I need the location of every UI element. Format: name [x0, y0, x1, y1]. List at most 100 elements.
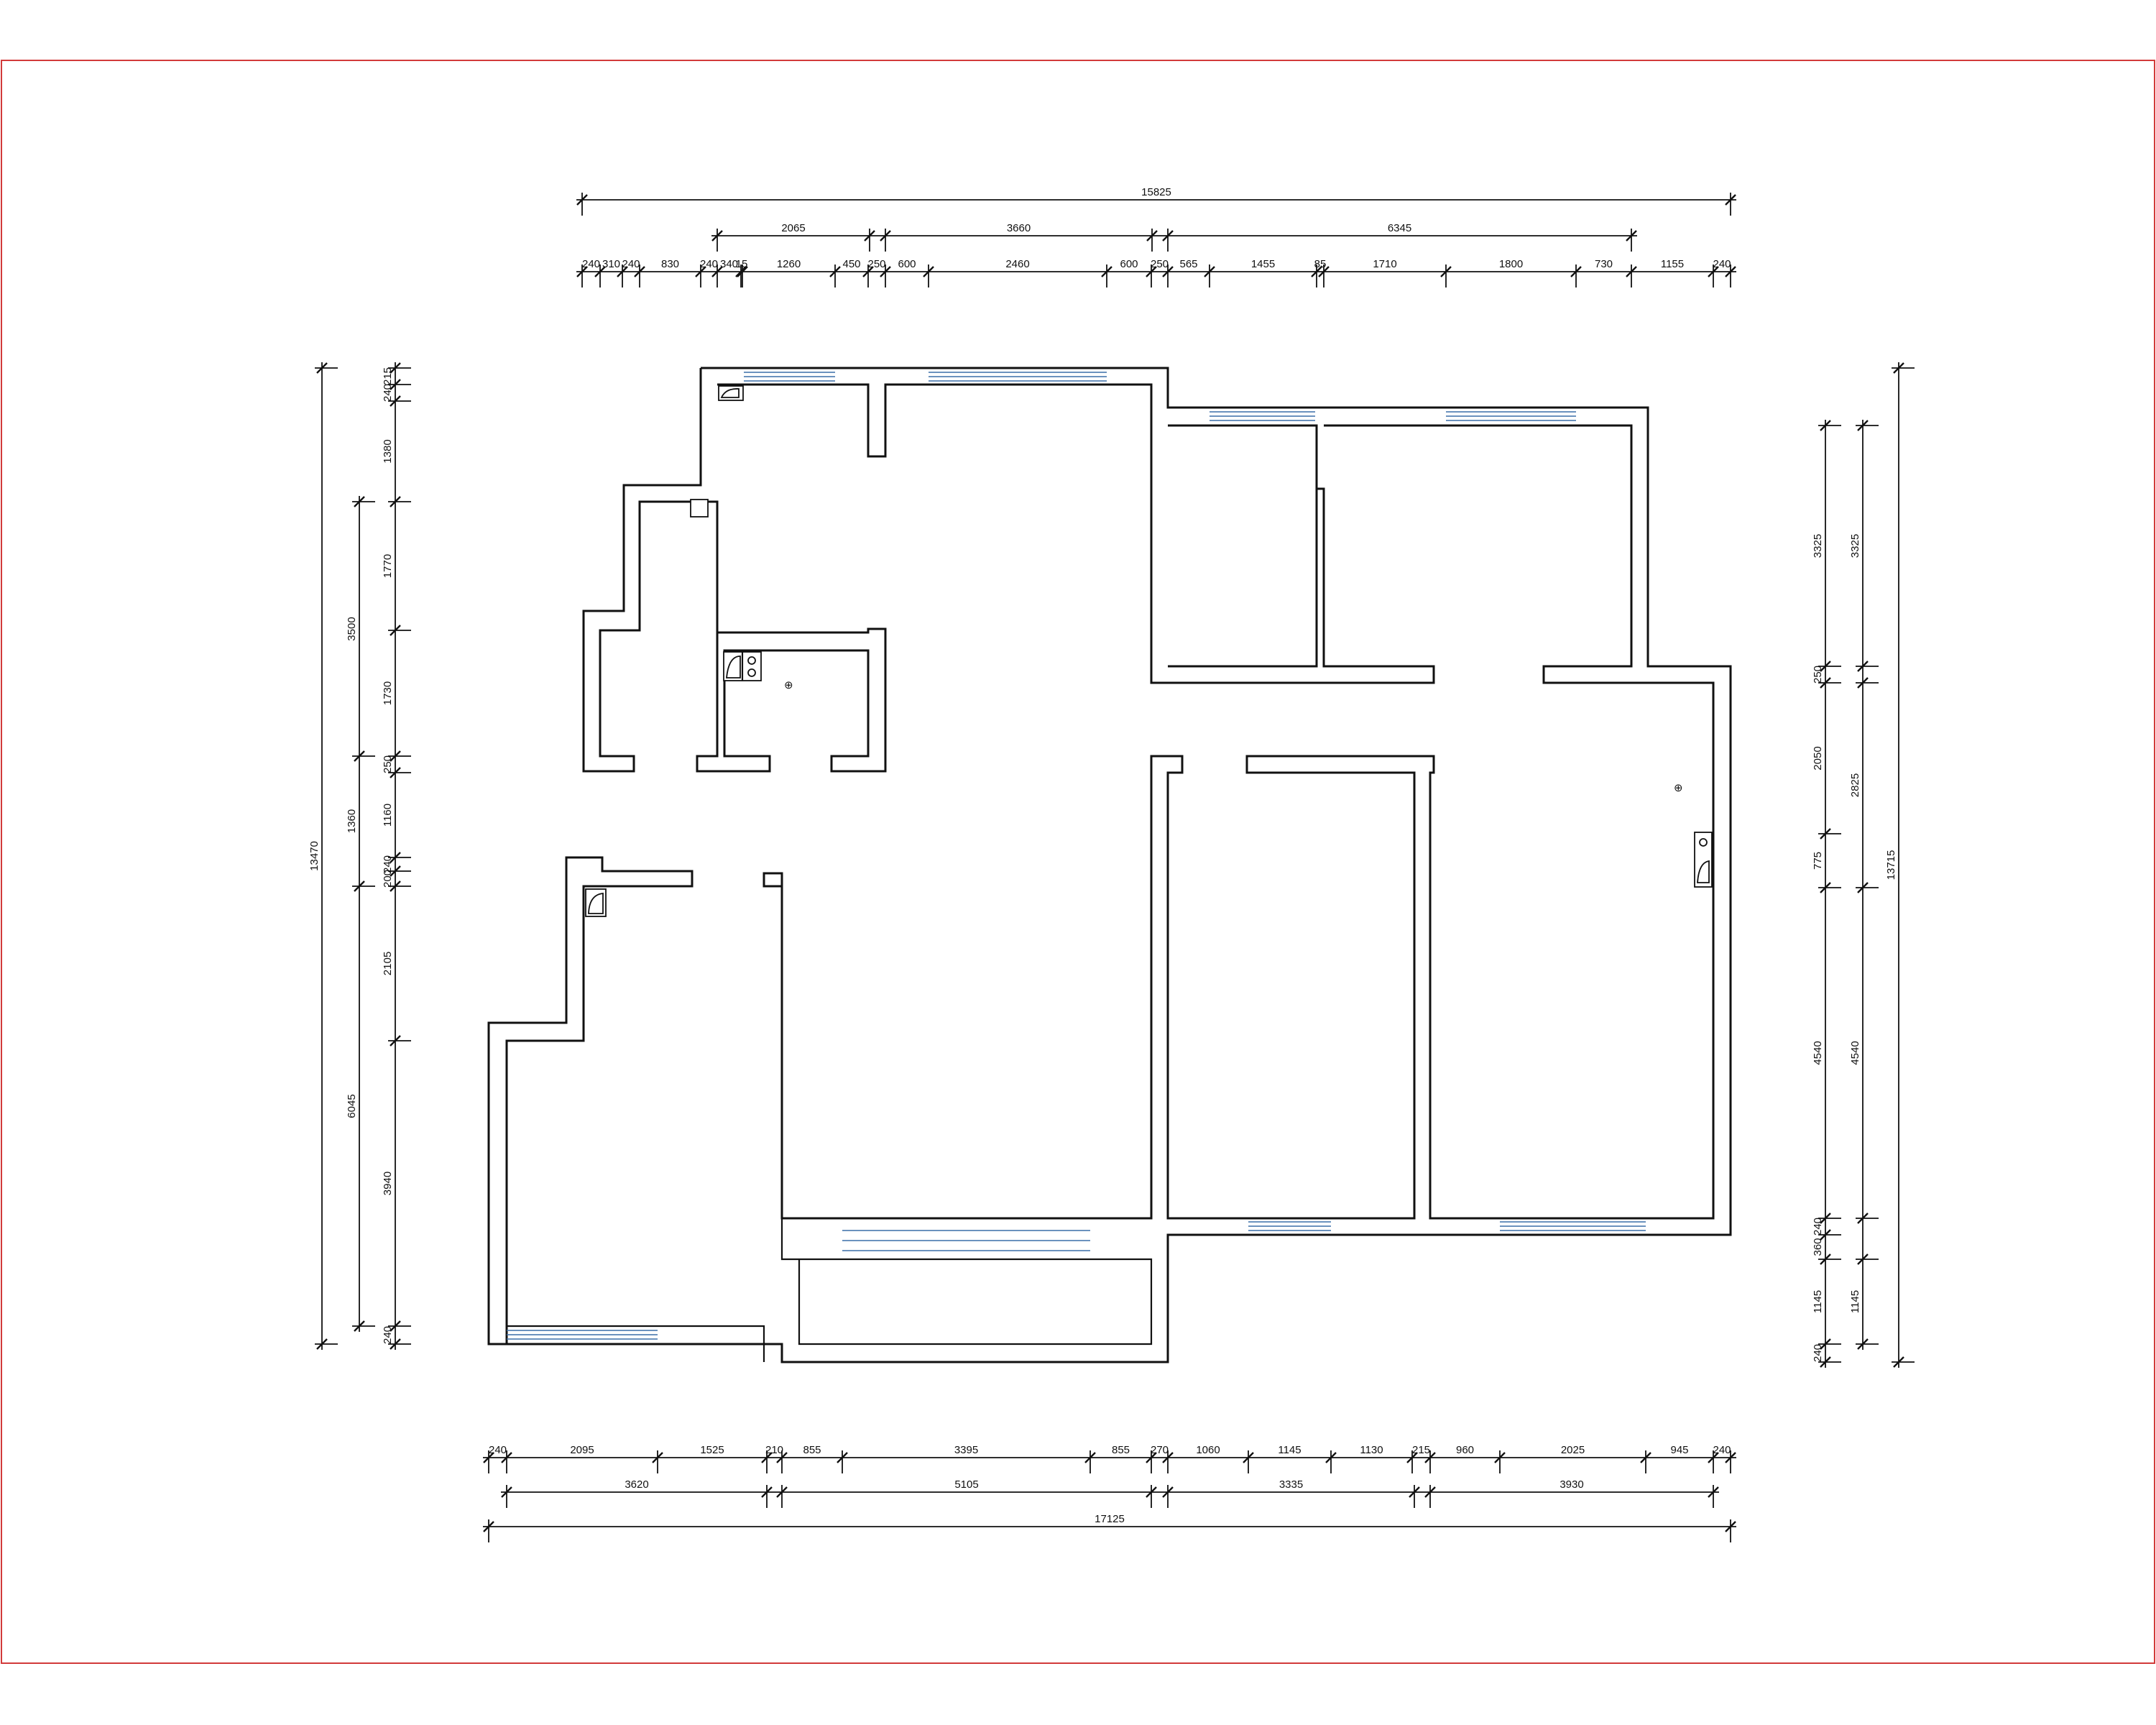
- dimension-label: 1360: [346, 809, 358, 833]
- dimension-label: 15: [736, 258, 748, 270]
- dim-left-overall: 13470: [308, 362, 338, 1350]
- dimension-label: 565: [1179, 258, 1197, 270]
- dimension-label: 945: [1670, 1444, 1688, 1456]
- dimension-label: 1130: [1360, 1444, 1383, 1456]
- dimension-label: 215: [382, 367, 394, 385]
- dimension-label: 6045: [346, 1094, 358, 1118]
- window-bottom-bed-right: [1500, 1221, 1646, 1231]
- dimension-label: 3930: [1560, 1478, 1583, 1491]
- dimension-label: 855: [803, 1444, 821, 1456]
- dimension-label: 1710: [1373, 258, 1396, 270]
- dimension-label: 3325: [1849, 534, 1861, 558]
- dimension-label: 15825: [1141, 186, 1171, 198]
- wall-lower-left-room: [507, 1325, 765, 1362]
- windows: [507, 372, 1646, 1340]
- shaft-small-icon: [690, 499, 709, 518]
- dimension-label: 85: [1314, 258, 1327, 270]
- wall-bed-upper-divider: [1168, 487, 1435, 684]
- walls: [487, 367, 1732, 1363]
- dimension-label: 2095: [570, 1444, 594, 1456]
- dimension-label: 600: [898, 258, 916, 270]
- dimension-label: 1060: [1196, 1444, 1220, 1456]
- wall-bed-upper-left: [1168, 424, 1318, 668]
- dimension-label: 1145: [1849, 1290, 1861, 1313]
- dimension-label: 240: [1713, 1444, 1731, 1456]
- outer-wall: [487, 367, 1732, 1363]
- dimension-label: 240: [382, 384, 394, 402]
- dimension-label: 1770: [382, 554, 394, 578]
- dimension-label: 240: [1812, 1218, 1824, 1236]
- dimension-label: 2460: [1005, 258, 1029, 270]
- drawing-frame: [1, 60, 2155, 1664]
- dimension-label: 1145: [1812, 1290, 1824, 1313]
- dimension-label: 340: [720, 258, 738, 270]
- dimension-label: 360: [1812, 1238, 1824, 1256]
- dimension-label: 960: [1456, 1444, 1474, 1456]
- wall-bed-upper-right: [763, 424, 1715, 1220]
- window-top-3: [1210, 411, 1315, 421]
- dimension-label: 855: [1112, 1444, 1130, 1456]
- dimension-label: 240: [489, 1444, 507, 1456]
- dimension-label: 4540: [1812, 1041, 1824, 1064]
- dimension-label: 240: [1812, 1344, 1824, 1362]
- dimension-label: 13715: [1885, 850, 1897, 880]
- dimension-label: 3395: [954, 1444, 978, 1456]
- wall-upper-left-wing: [582, 368, 887, 773]
- dimension-label: 3620: [625, 1478, 648, 1491]
- dimension-label: 240: [700, 258, 718, 270]
- dimension-label: 775: [1812, 852, 1824, 870]
- dimension-label: 1145: [1278, 1444, 1301, 1456]
- dim-top-overall: 15825: [576, 186, 1736, 216]
- dimension-label: 3500: [346, 617, 358, 640]
- dimension-label: 600: [1120, 258, 1138, 270]
- dimension-label: 5105: [954, 1478, 978, 1491]
- dimension-label: 2050: [1812, 746, 1824, 770]
- dimension-label: 310: [602, 258, 620, 270]
- dimension-label: 6345: [1388, 222, 1411, 234]
- dimension-label: 240: [382, 855, 394, 873]
- floor-drain-icon: ⊕: [784, 679, 793, 691]
- dimension-label: 1525: [700, 1444, 724, 1456]
- dimension-label: 210: [765, 1444, 783, 1456]
- dimension-label: 730: [1595, 258, 1613, 270]
- dimension-label: 450: [842, 258, 860, 270]
- window-top-4: [1446, 411, 1576, 421]
- dim-bottom-mid: 3620 5105 3335 3930: [501, 1478, 1719, 1508]
- shaft-left-room-icon: [585, 888, 607, 917]
- dimension-label: 1800: [1499, 258, 1523, 270]
- window-bottom-living: [842, 1230, 1090, 1251]
- wall-balcony-lower: [780, 1218, 1153, 1346]
- window-top-2: [929, 372, 1107, 382]
- stove-icon: [723, 651, 762, 681]
- dimension-label: 240: [582, 258, 600, 270]
- dimension-label: 17125: [1095, 1513, 1125, 1525]
- dimension-label: 1455: [1251, 258, 1275, 270]
- wall-upper-inner: [717, 383, 1168, 684]
- dim-bottom-detail: 240 2095 1525 210 855 3395 855 270 1060 1145 1130 2…: [483, 1444, 1736, 1473]
- dim-bottom-overall: 17125: [483, 1513, 1736, 1542]
- dimension-label: 250: [1812, 666, 1824, 684]
- window-bottom-left-room: [507, 1330, 658, 1340]
- dimension-label: 1155: [1661, 258, 1684, 270]
- dimension-label: 250: [1151, 258, 1169, 270]
- dimension-label: 250: [382, 755, 394, 773]
- dimension-label: 250: [867, 258, 885, 270]
- dimension-label: 3335: [1279, 1478, 1303, 1491]
- dimension-label: 200: [382, 870, 394, 888]
- shaft-right-icon: [1694, 832, 1713, 888]
- floor-drain-icon: ⊕: [1674, 782, 1683, 794]
- dimension-label: 4540: [1849, 1041, 1861, 1064]
- dim-right-overall: 13715: [1885, 362, 1915, 1368]
- fixtures: ⊕ ⊕: [585, 385, 1713, 917]
- dimension-label: 3940: [382, 1172, 394, 1195]
- dimension-label: 240: [622, 258, 640, 270]
- dimension-label: 2025: [1561, 1444, 1585, 1456]
- dimension-label: 215: [1412, 1444, 1430, 1456]
- dimension-label: 270: [1151, 1444, 1169, 1456]
- window-bottom-bed-mid: [1248, 1221, 1331, 1231]
